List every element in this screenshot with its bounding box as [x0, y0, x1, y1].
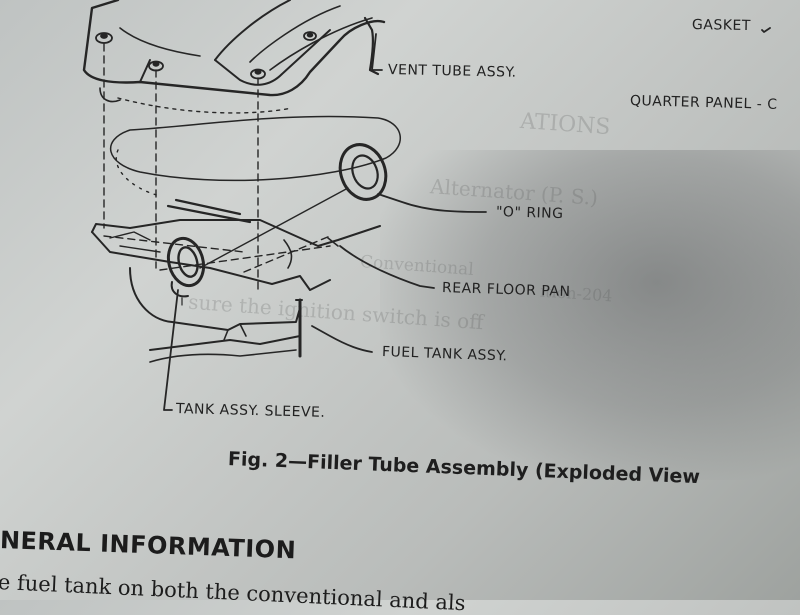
- o-ring-part: [338, 143, 388, 201]
- o-ring-centerline: [199, 187, 349, 269]
- rear-floor-pan-part: [91, 198, 381, 291]
- vent-tube-label: VENT TUBE ASSY.: [387, 62, 517, 81]
- leader-lines: [163, 27, 771, 411]
- gasket-outline: [110, 97, 402, 197]
- flange-bolts: [95, 31, 317, 80]
- filler-neck-flange: [82, 0, 386, 103]
- gasket-label: GASKET: [691, 17, 752, 35]
- exploded-view-diagram: [82, 0, 771, 411]
- fuel-tank-part: [129, 267, 303, 363]
- alignment-lines: [103, 43, 331, 291]
- o-ring-label: "O" RING: [495, 204, 564, 223]
- tank-sleeve-part: [166, 236, 206, 298]
